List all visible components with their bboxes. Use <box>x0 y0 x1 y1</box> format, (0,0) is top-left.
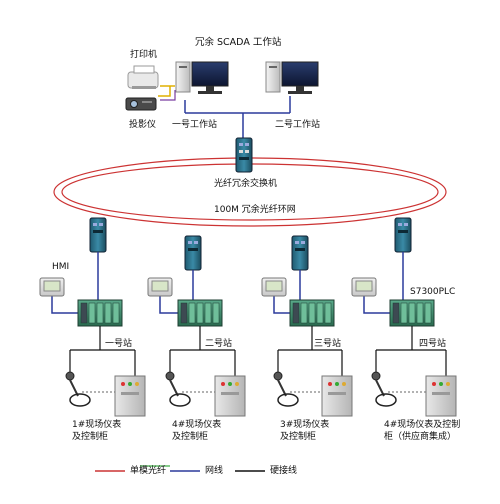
legend-hardwire-label: 硬接线 <box>270 466 298 476</box>
field-1-label-line2: 及控制柜 <box>72 432 109 442</box>
station-3-hmi-link <box>273 296 290 314</box>
hmi-label: HMI <box>52 262 70 272</box>
workstation-2-label: 二号工作站 <box>275 120 321 130</box>
scada-title: 冗余 SCADA 工作站 <box>195 37 282 48</box>
station-2-plc-icon <box>177 299 223 327</box>
station-4-cabinet-icon <box>425 375 457 417</box>
station-1-plc-icon <box>77 299 123 327</box>
station-1-cabinet-icon <box>114 375 146 417</box>
station-1-hmi-icon <box>39 277 65 297</box>
plc-label: S7300PLC <box>410 287 456 297</box>
station-2-group <box>147 235 246 417</box>
station-1-group <box>39 217 146 417</box>
projector-label: 投影仪 <box>129 120 157 130</box>
workstation-1-label: 一号工作站 <box>172 120 218 130</box>
field-2-label-line1: 4#现场仪表 <box>172 420 222 430</box>
station-3-label: 三号站 <box>314 339 342 349</box>
legend-network-label: 网线 <box>205 466 224 476</box>
station-2-switch-icon <box>184 235 202 271</box>
station-3-hmi-icon <box>261 277 287 297</box>
field-3-label-line1: 3#现场仪表 <box>280 420 330 430</box>
ring-label: 100M 冗余光纤环网 <box>214 205 296 215</box>
field-1-label-line1: 1#现场仪表 <box>72 420 122 430</box>
projector-link-line-purple <box>160 90 176 101</box>
legend-fiber-label: 单模光纤 <box>130 466 167 476</box>
workstation-1-icon <box>175 61 229 94</box>
field-3-label-line2: 及控制柜 <box>280 432 317 442</box>
station-2-instrument-icon <box>165 371 191 407</box>
projector-icon <box>125 97 157 111</box>
station-4-hmi-icon <box>351 277 377 297</box>
station-2-hardwire <box>169 326 236 376</box>
stations-layer <box>39 217 457 417</box>
core-switch-label: 光纤冗余交换机 <box>214 179 278 189</box>
station-4-group <box>351 217 457 417</box>
station-4-hardwire <box>375 326 447 376</box>
station-1-label: 一号站 <box>105 339 133 349</box>
station-4-switch-icon <box>394 217 412 253</box>
station-1-switch-icon <box>89 217 107 253</box>
field-4-label-line2: 柜（供应商集成） <box>384 432 457 442</box>
station-4-hmi-link <box>363 296 390 314</box>
station-3-plc-icon <box>289 299 335 327</box>
station-2-hmi-link <box>159 296 178 314</box>
printer-icon <box>127 65 159 89</box>
legend-lines <box>95 465 265 472</box>
station-1-hmi-link <box>51 296 78 314</box>
station-4-plc-icon <box>389 299 435 327</box>
projector-link-line-yellow <box>158 86 171 97</box>
printer-label: 打印机 <box>130 50 158 60</box>
station-3-instrument-icon <box>273 371 299 407</box>
core-switch-icon <box>235 137 253 173</box>
station-4-label: 四号站 <box>419 339 447 349</box>
station-1-instrument-icon <box>65 371 91 407</box>
field-4-label-line1: 4#现场仪表及控制 <box>384 420 461 430</box>
scada-area <box>125 61 319 138</box>
station-3-switch-icon <box>291 235 309 271</box>
station-3-group <box>261 235 353 417</box>
station-2-label: 二号站 <box>205 339 233 349</box>
workstation-2-icon <box>265 61 319 94</box>
station-2-cabinet-icon <box>214 375 246 417</box>
station-2-hmi-icon <box>147 277 173 297</box>
station-3-cabinet-icon <box>321 375 353 417</box>
station-1-hardwire <box>69 326 136 376</box>
field-2-label-line2: 及控制柜 <box>172 432 209 442</box>
station-3-hardwire <box>277 326 343 376</box>
station-4-instrument-icon <box>371 371 397 407</box>
